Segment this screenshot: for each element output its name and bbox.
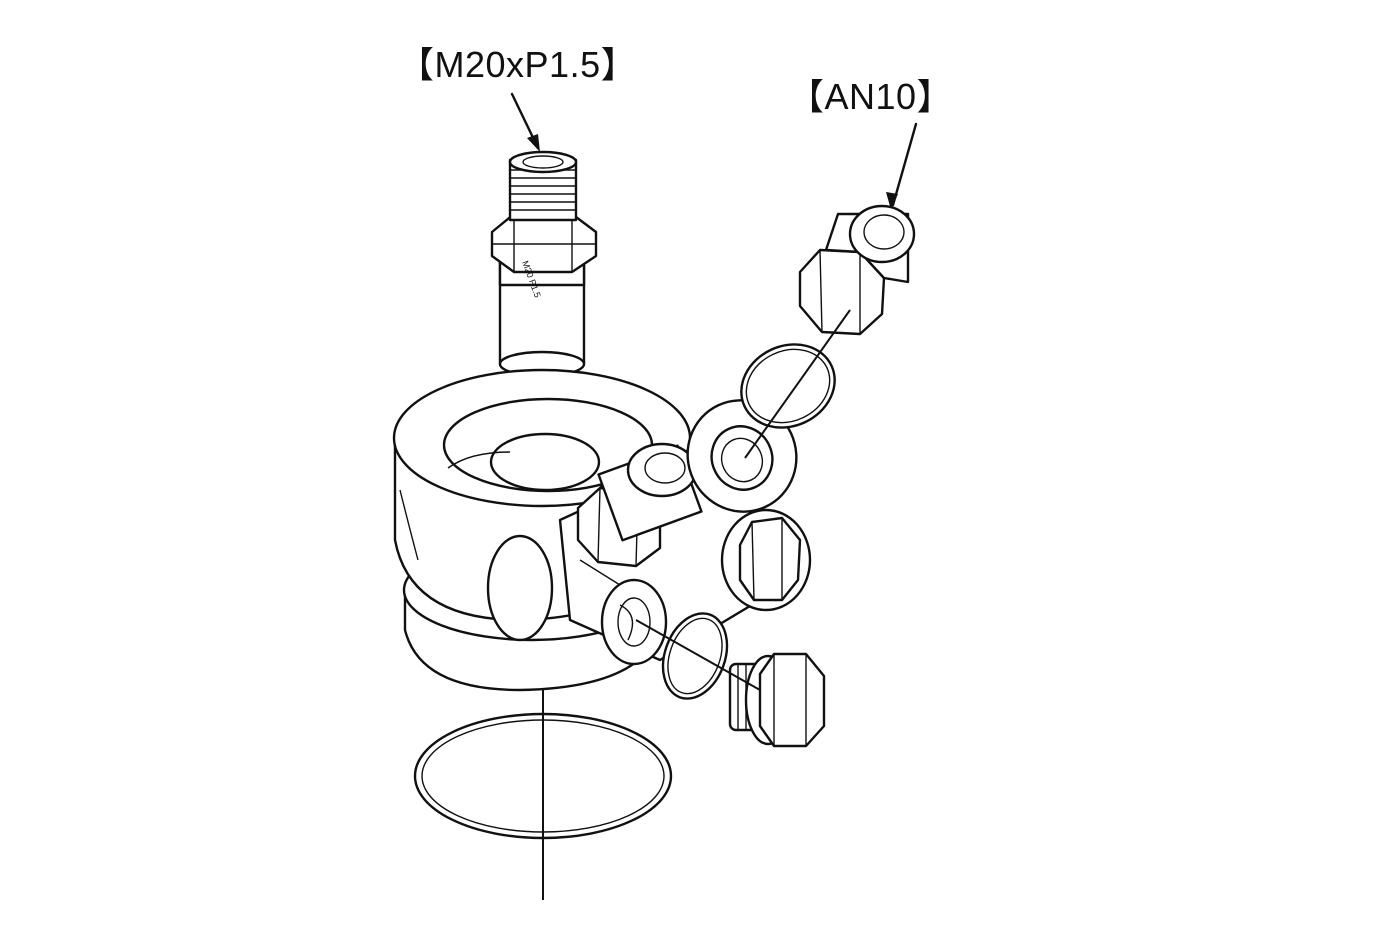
right-port-plug <box>720 508 812 612</box>
callout-thread-size: 【M20xP1.5】 <box>398 44 638 85</box>
an10-fitting-part <box>798 204 916 336</box>
lower-plug-bolt <box>728 652 826 748</box>
lower-port-o-ring <box>661 612 729 700</box>
leader-arrow-m20 <box>510 92 540 152</box>
center-bolt-part: M20 P1.5 <box>490 150 598 378</box>
upper-port-washer <box>686 399 798 513</box>
callout-fitting-size: 【AN10】 <box>788 76 954 117</box>
an10-assembly-line <box>744 309 851 459</box>
lower-plug-assembly-line <box>635 619 761 691</box>
leader-arrow-an10 <box>886 122 918 210</box>
